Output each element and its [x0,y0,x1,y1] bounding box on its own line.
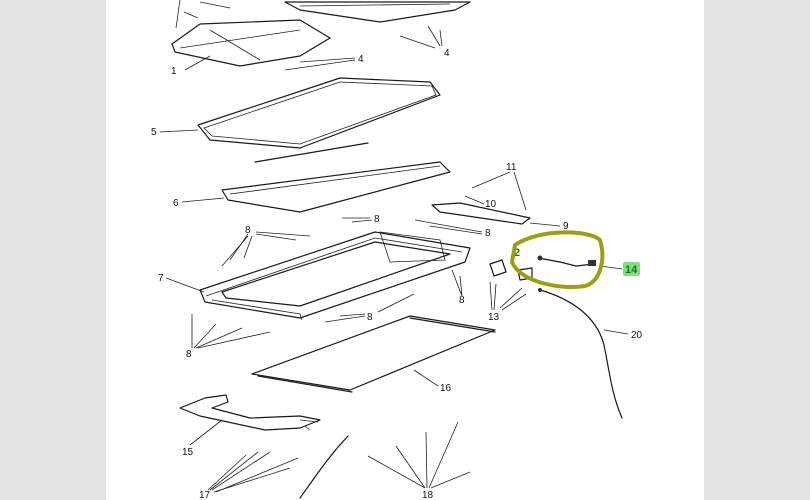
highlight-ring [509,230,605,289]
part-20-drain-cable [538,288,629,419]
part-14-harness [537,255,623,270]
part-15-bracket [179,394,321,431]
callout-8-left: 8 [245,225,251,236]
part-8-fasteners-bottom [324,293,415,323]
callout-8-far-left: 8 [186,349,192,360]
top-glass-panel-partial [284,1,471,23]
part-1-glass-panel [171,19,331,67]
callout-8-lower-right: 8 [459,295,465,306]
callout-14-highlight-bg [623,262,640,276]
part-11-leads [471,171,527,211]
part-10-lead [464,195,485,205]
callout-10: 10 [485,199,497,210]
callout-14: 14 [625,264,638,276]
callout-13: 13 [488,312,500,323]
callout-7: 7 [158,273,164,284]
callout-11: 11 [506,162,517,173]
callout-4-top: 4 [444,48,450,59]
part-18-fasteners [367,421,471,489]
part-7-frame [199,231,471,321]
part-17-fasteners [207,435,349,499]
callout-5: 5 [151,127,157,138]
callout-20: 20 [631,330,643,341]
top-left-fasteners [175,0,231,29]
part-8-fasteners-left [221,231,311,267]
part-seal-strip [254,142,369,163]
part-16-sunshade [251,315,496,393]
left-margin-band [0,0,106,500]
callout-8-top: 8 [374,214,380,225]
callout-8-right: 8 [485,228,491,239]
part-8-fasteners-far-left [191,314,271,349]
callout-17: 17 [199,490,211,500]
part-6-deflector [221,161,451,213]
callout-8-center: 8 [367,312,373,323]
callout-15: 15 [182,447,194,458]
part-13-brackets [489,259,533,311]
part-8-fasteners-right [414,219,483,297]
callout-4: 4 [358,54,364,65]
callout-16: 16 [440,383,452,394]
part-4-fasteners [284,25,443,71]
callout-18: 18 [422,490,434,500]
callout-6: 6 [173,198,179,209]
part-5-seal [197,77,441,149]
right-margin-band [704,0,810,500]
callout-2: 2 [514,247,520,259]
part-9-rail [431,202,561,227]
part-8-fasteners-top [342,217,373,223]
callout-1: 1 [171,66,177,77]
callout-9: 9 [563,221,569,232]
